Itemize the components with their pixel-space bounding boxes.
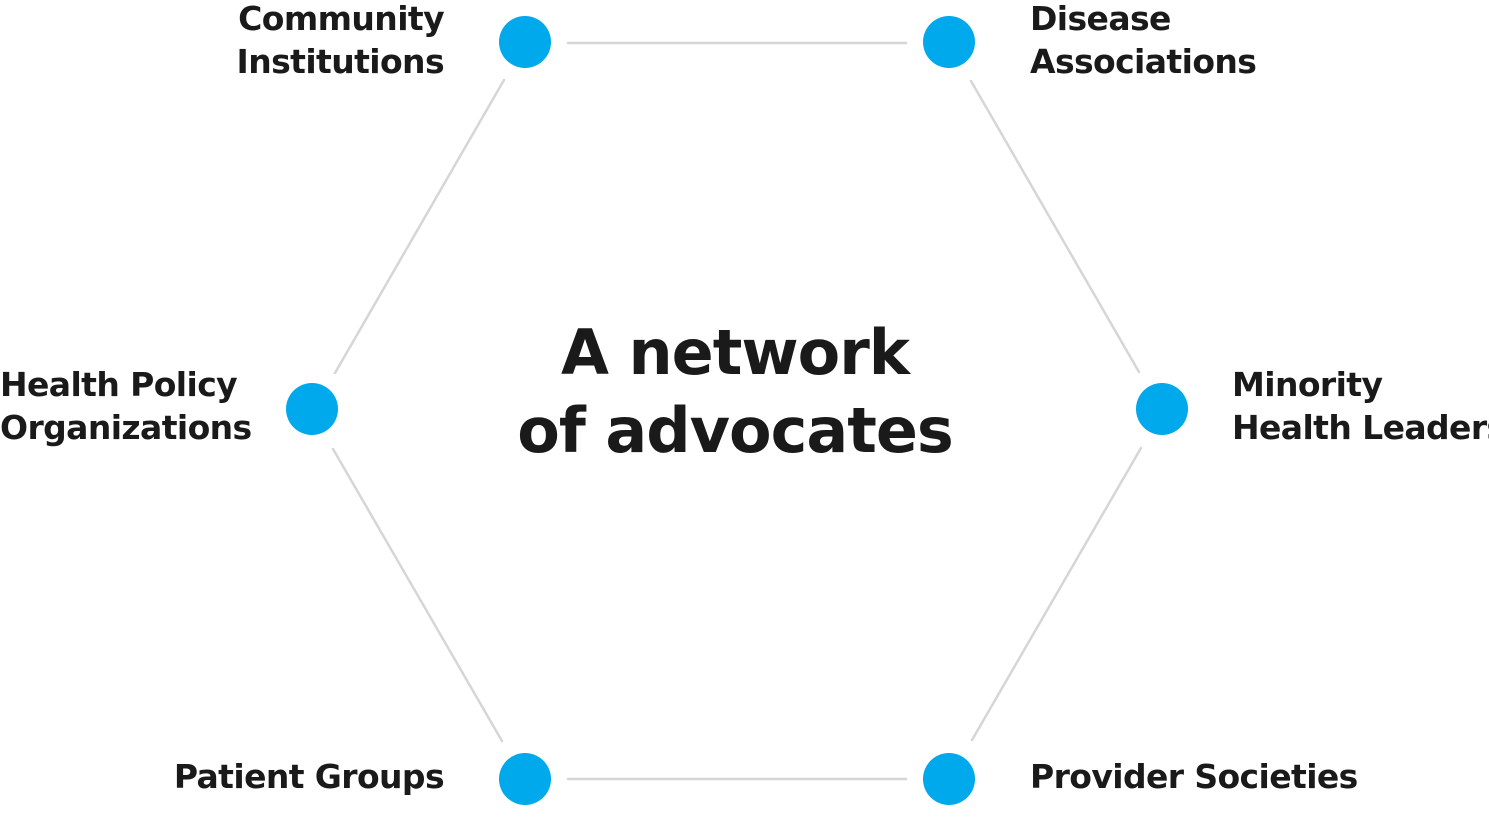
label-line: Patient Groups [173, 757, 445, 796]
label-line: Institutions [236, 42, 445, 81]
label-disease-associations: Disease Associations [1030, 0, 1257, 83]
label-line: Minority [1232, 365, 1383, 404]
label-line: Health Policy [0, 365, 238, 404]
label-community-institutions: Community Institutions [236, 0, 445, 83]
label-provider-societies: Provider Societies [1030, 755, 1358, 798]
node-health-policy-organizations [286, 383, 338, 435]
label-line: Provider Societies [1030, 757, 1358, 796]
edge-health-policy-to-community [333, 78, 506, 375]
node-minority-health-leaders [1136, 383, 1188, 435]
label-health-policy-organizations: Health Policy Organizations [0, 363, 252, 449]
label-minority-health-leaders: Minority Health Leaders [1232, 363, 1489, 449]
diagram-title: A network of advocates [475, 314, 995, 470]
label-line: Community [238, 0, 444, 38]
edge-minority-to-provider [970, 446, 1143, 742]
label-line: Disease [1030, 0, 1171, 38]
hexagon-nodes [286, 16, 1188, 805]
node-disease-associations [923, 16, 975, 68]
edge-disease-to-minority [969, 79, 1141, 374]
node-provider-societies [923, 753, 975, 805]
hexagon-edges [331, 41, 1143, 781]
label-line: Organizations [0, 408, 252, 447]
label-line: Associations [1030, 42, 1257, 81]
label-line: Health Leaders [1232, 408, 1489, 447]
title-line-1: A network [560, 316, 910, 389]
label-patient-groups: Patient Groups [173, 755, 445, 798]
title-line-2: of advocates [517, 394, 954, 467]
node-patient-groups [499, 753, 551, 805]
node-community-institutions [499, 16, 551, 68]
edge-patient-to-health-policy [331, 447, 504, 743]
